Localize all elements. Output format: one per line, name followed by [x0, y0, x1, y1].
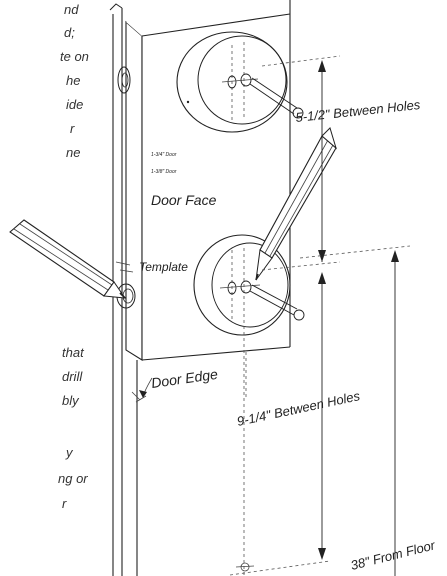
door-edge-callout: [131, 377, 153, 403]
door-face-label: Door Face: [151, 192, 217, 208]
floor-hole-mark: [235, 562, 255, 572]
upper-hole-pattern: [176, 31, 304, 133]
fine-print-line-2: 1-3/8" Door: [151, 169, 177, 175]
pencil-left-icon: [9, 219, 127, 299]
dimension-bottom: [229, 245, 411, 576]
fragment-8: that: [62, 345, 85, 360]
door-edge-label: Door Edge: [150, 366, 219, 391]
fragment-5: ide: [66, 97, 83, 112]
template-sheet: [125, 0, 291, 361]
fragment-13: r: [62, 496, 67, 511]
between-holes-top-label: 5-1/2" Between Holes: [295, 97, 422, 125]
fragment-1: nd: [64, 2, 79, 17]
fragment-2: d;: [64, 25, 75, 40]
between-holes-bottom-label: 9-1/4" Between Holes: [236, 388, 362, 429]
fine-print-line-1: 1-3/4" Door: [151, 152, 177, 158]
left-text-fragments: nd d; te on he ide r ne that drill bly y…: [58, 2, 89, 511]
fragment-6: r: [70, 121, 75, 136]
fragment-7: ne: [66, 145, 80, 160]
fragment-3: te on: [60, 49, 89, 64]
template-fine-print: 1-3/4" Door 1-3/8" Door: [151, 152, 177, 175]
fragment-10: bly: [62, 393, 80, 408]
edge-bore-mark-top: [117, 66, 131, 94]
from-floor-label: 38" From Floor: [349, 537, 437, 573]
fragment-12: ng or: [58, 471, 88, 486]
fragment-11: y: [65, 445, 74, 460]
fragment-9: drill: [62, 369, 83, 384]
pencil-right-icon: [255, 127, 337, 281]
fragment-4: he: [66, 73, 80, 88]
lower-hole-pattern: [193, 234, 305, 336]
dimension-floor: [391, 250, 399, 576]
template-label: Template: [139, 260, 188, 274]
dimension-top: [261, 55, 341, 271]
